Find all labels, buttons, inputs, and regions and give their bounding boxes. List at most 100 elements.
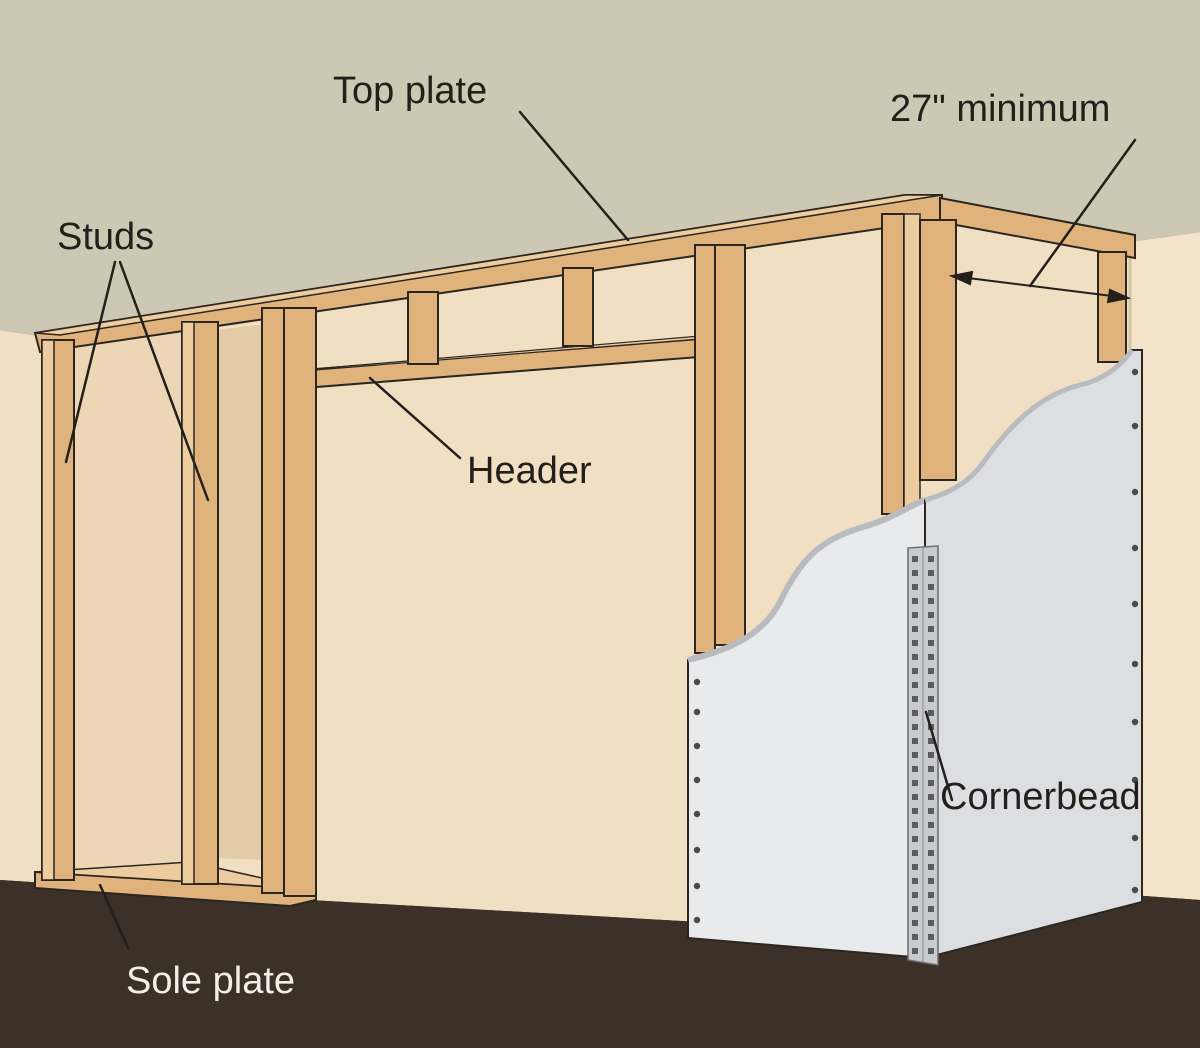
cornerbead-hole — [928, 920, 934, 926]
leader-minimum — [1028, 138, 1137, 288]
leader-cornerbead — [924, 710, 954, 802]
leader-sole-plate — [98, 883, 130, 950]
cornerbead-hole — [912, 654, 918, 660]
cornerbead-hole — [928, 626, 934, 632]
cornerbead-hole — [912, 570, 918, 576]
cornerbead-hole — [912, 864, 918, 870]
cornerbead-hole — [928, 584, 934, 590]
cornerbead-hole — [912, 766, 918, 772]
cornerbead-hole — [928, 570, 934, 576]
cornerbead-hole — [912, 892, 918, 898]
cornerbead-hole — [928, 612, 934, 618]
cornerbead-hole — [928, 836, 934, 842]
cornerbead-hole — [912, 696, 918, 702]
leader-studs-b — [118, 260, 210, 502]
screw-dot — [1131, 776, 1139, 784]
stud-jamb-left — [261, 307, 317, 897]
screw-dot — [1131, 886, 1139, 894]
cornerbead-hole — [912, 612, 918, 618]
sole-plate — [34, 861, 317, 908]
top-plate-label: Top plate — [333, 70, 488, 112]
cornerbead-hole — [928, 668, 934, 674]
screw-dot — [693, 846, 701, 854]
cornerbead-hole — [912, 598, 918, 604]
cornerbead-hole — [912, 556, 918, 562]
return-top-plate — [939, 196, 1136, 260]
screw-dot — [1131, 422, 1139, 430]
leader-header — [368, 376, 462, 460]
cornerbead-hole — [912, 934, 918, 940]
cornerbead-hole — [928, 710, 934, 716]
floor — [0, 880, 1200, 1048]
cornerbead-hole — [912, 836, 918, 842]
cornerbead-hole — [928, 598, 934, 604]
cornerbead-hole — [928, 948, 934, 954]
cornerbead-hole — [928, 794, 934, 800]
screw-dot — [693, 678, 701, 686]
screw-dot — [693, 708, 701, 716]
cornerbead-hole — [928, 752, 934, 758]
cornerbead-strip — [907, 545, 939, 966]
stud-corner — [881, 213, 957, 515]
screw-dot — [1131, 660, 1139, 668]
screw-dot — [1131, 488, 1139, 496]
sole-plate-label: Sole plate — [126, 960, 296, 1002]
cornerbead-hole — [912, 710, 918, 716]
drywall-front — [687, 497, 927, 960]
cornerbead-hole — [912, 822, 918, 828]
cornerbead-hole — [928, 696, 934, 702]
cornerbead-hole — [928, 556, 934, 562]
cornerbead-hole — [912, 724, 918, 730]
right-wall — [1130, 232, 1200, 900]
cornerbead-hole — [928, 906, 934, 912]
cornerbead-hole — [928, 682, 934, 688]
cornerbead-hole — [912, 738, 918, 744]
cornerbead-hole — [928, 766, 934, 772]
cornerbead-hole — [912, 948, 918, 954]
studs-label: Studs — [57, 216, 155, 258]
cornerbead-hole — [928, 822, 934, 828]
ceiling — [0, 0, 1200, 336]
cornerbead-hole — [912, 626, 918, 632]
screw-dot — [1131, 544, 1139, 552]
cripple-stud — [562, 267, 594, 347]
screw-dot — [1131, 718, 1139, 726]
cornerbead-hole — [912, 668, 918, 674]
cornerbead-hole — [928, 640, 934, 646]
screw-dot — [693, 810, 701, 818]
cornerbead-hole — [912, 920, 918, 926]
cornerbead-hole — [928, 892, 934, 898]
header-label: Header — [467, 450, 592, 492]
leader-top-plate — [518, 110, 630, 242]
screw-dot — [693, 742, 701, 750]
stud-left — [41, 339, 75, 881]
cornerbead-hole — [912, 794, 918, 800]
stud-back-right — [1097, 251, 1127, 363]
cornerbead-hole — [928, 850, 934, 856]
cornerbead-hole — [912, 808, 918, 814]
cornerbead-hole — [928, 654, 934, 660]
screw-dot — [1131, 834, 1139, 842]
drywall-screws — [693, 368, 1139, 924]
stud-jamb-right — [694, 244, 746, 654]
cornerbead-holes — [912, 556, 934, 954]
cornerbead-hole — [912, 682, 918, 688]
screw-dot — [693, 882, 701, 890]
screw-dot — [1131, 600, 1139, 608]
cornerbead-hole — [912, 780, 918, 786]
screw-dot — [693, 916, 701, 924]
cornerbead-hole — [928, 934, 934, 940]
cornerbead-hole — [928, 738, 934, 744]
cornerbead-hole — [912, 850, 918, 856]
dimension-arrow — [948, 270, 1132, 304]
cornerbead-hole — [928, 808, 934, 814]
cornerbead-hole — [912, 640, 918, 646]
screw-dot — [693, 776, 701, 784]
cornerbead-hole — [912, 752, 918, 758]
cornerbead-hole — [928, 878, 934, 884]
leader-studs-a — [64, 260, 117, 464]
cornerbead-hole — [928, 780, 934, 786]
screw-dot — [1131, 368, 1139, 376]
